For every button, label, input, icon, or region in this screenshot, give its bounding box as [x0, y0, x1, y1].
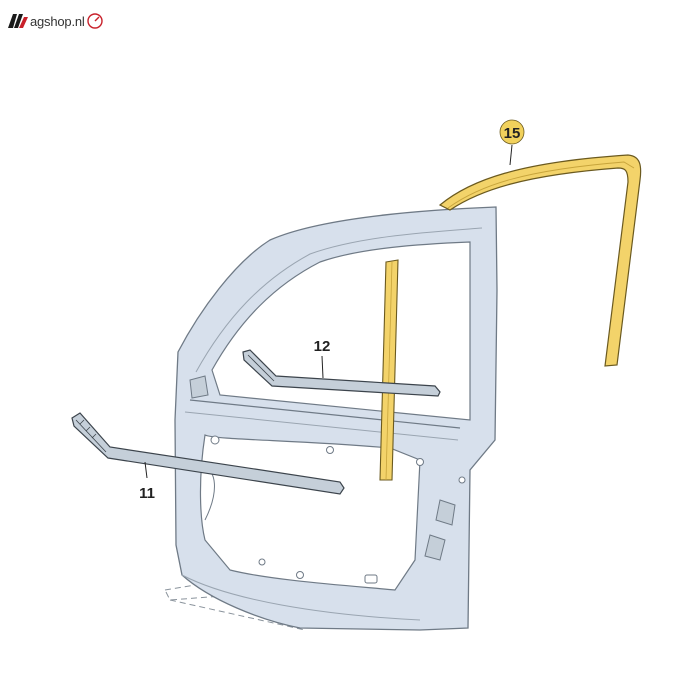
site-logo[interactable]: agshop.nl: [8, 10, 104, 32]
window-guide-seal: [379, 259, 399, 481]
part-15-frame-seal: [438, 154, 642, 367]
leader-line-11: [144, 461, 148, 479]
callout-15[interactable]: 15: [499, 119, 525, 145]
brand-logo-icon: [8, 14, 28, 28]
speedometer-icon: [86, 13, 103, 29]
callout-12[interactable]: 12: [314, 338, 331, 355]
leader-line-15: [509, 144, 513, 166]
part-12-inner-window-strip: [242, 349, 441, 397]
part-11-outer-window-strip: [71, 412, 345, 495]
logo-text: agshop.nl: [30, 13, 85, 29]
callout-11-label: 11: [139, 485, 155, 502]
callout-12-label: 12: [314, 338, 331, 355]
door-panel: [174, 206, 498, 631]
callout-15-label: 15: [504, 125, 521, 142]
leader-line-12: [321, 355, 324, 379]
callout-11[interactable]: 11: [139, 485, 155, 502]
